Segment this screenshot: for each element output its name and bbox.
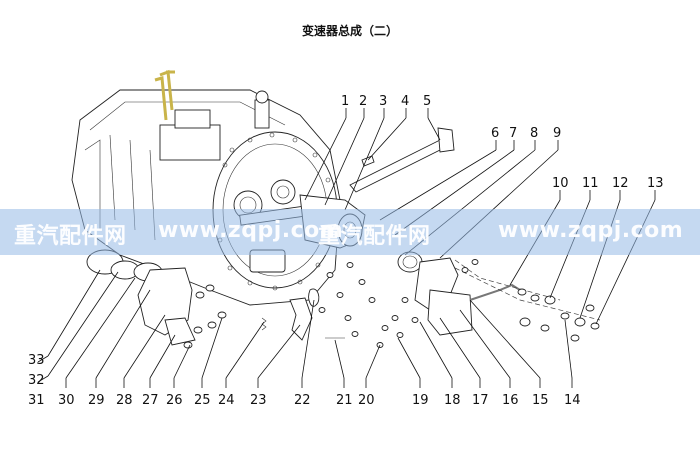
callout-4: 4 [401, 94, 409, 109]
callout-30: 30 [58, 393, 75, 408]
watermark-brand: 重汽配件网 [14, 224, 127, 249]
callout-27: 27 [142, 393, 159, 408]
callout-13: 13 [647, 176, 664, 191]
callout-17: 17 [472, 393, 489, 408]
callout-18: 18 [444, 393, 461, 408]
callout-29: 29 [88, 393, 105, 408]
seal-and-cover-group [397, 251, 601, 342]
callout-5: 5 [423, 94, 431, 109]
bracket-and-gaskets [86, 249, 227, 349]
shift-fork-and-clips [261, 288, 345, 341]
callout-8: 8 [530, 126, 538, 141]
leader-lines [37, 108, 656, 388]
callout-labels: 1 2 3 4 5 6 7 8 9 10 11 12 13 14 15 16 1… [28, 94, 664, 408]
callout-32: 32 [28, 373, 45, 388]
callout-24: 24 [218, 393, 235, 408]
callout-6: 6 [491, 126, 499, 141]
callout-22: 22 [294, 393, 311, 408]
callout-7: 7 [509, 126, 517, 141]
callout-16: 16 [502, 393, 519, 408]
callout-19: 19 [412, 393, 429, 408]
callout-25: 25 [194, 393, 211, 408]
callout-1: 1 [341, 94, 349, 109]
callout-23: 23 [250, 393, 267, 408]
callout-20: 20 [358, 393, 375, 408]
callout-11: 11 [582, 176, 599, 191]
callout-3: 3 [379, 94, 387, 109]
callout-21: 21 [336, 393, 353, 408]
watermark-url-right: www.zqpj.com [498, 218, 684, 243]
watermark-brand-right: 重汽配件网 [318, 224, 431, 249]
callout-10: 10 [552, 176, 569, 191]
callout-9: 9 [553, 126, 561, 141]
diagram-title: 变速器总成（二） [301, 24, 398, 38]
watermark-url: www.zqpj.com [158, 218, 344, 243]
loose-parts-top [349, 127, 455, 193]
callout-14: 14 [564, 393, 581, 408]
callout-26: 26 [166, 393, 183, 408]
callout-15: 15 [532, 393, 549, 408]
callout-28: 28 [116, 393, 133, 408]
callout-12: 12 [612, 176, 629, 191]
callout-33: 33 [28, 353, 45, 368]
watermark-banner: 重汽配件网 www.zqpj.com 重汽配件网 www.zqpj.com [0, 209, 700, 255]
bolts-scatter [318, 259, 479, 348]
callout-31: 31 [28, 393, 45, 408]
callout-2: 2 [359, 94, 367, 109]
